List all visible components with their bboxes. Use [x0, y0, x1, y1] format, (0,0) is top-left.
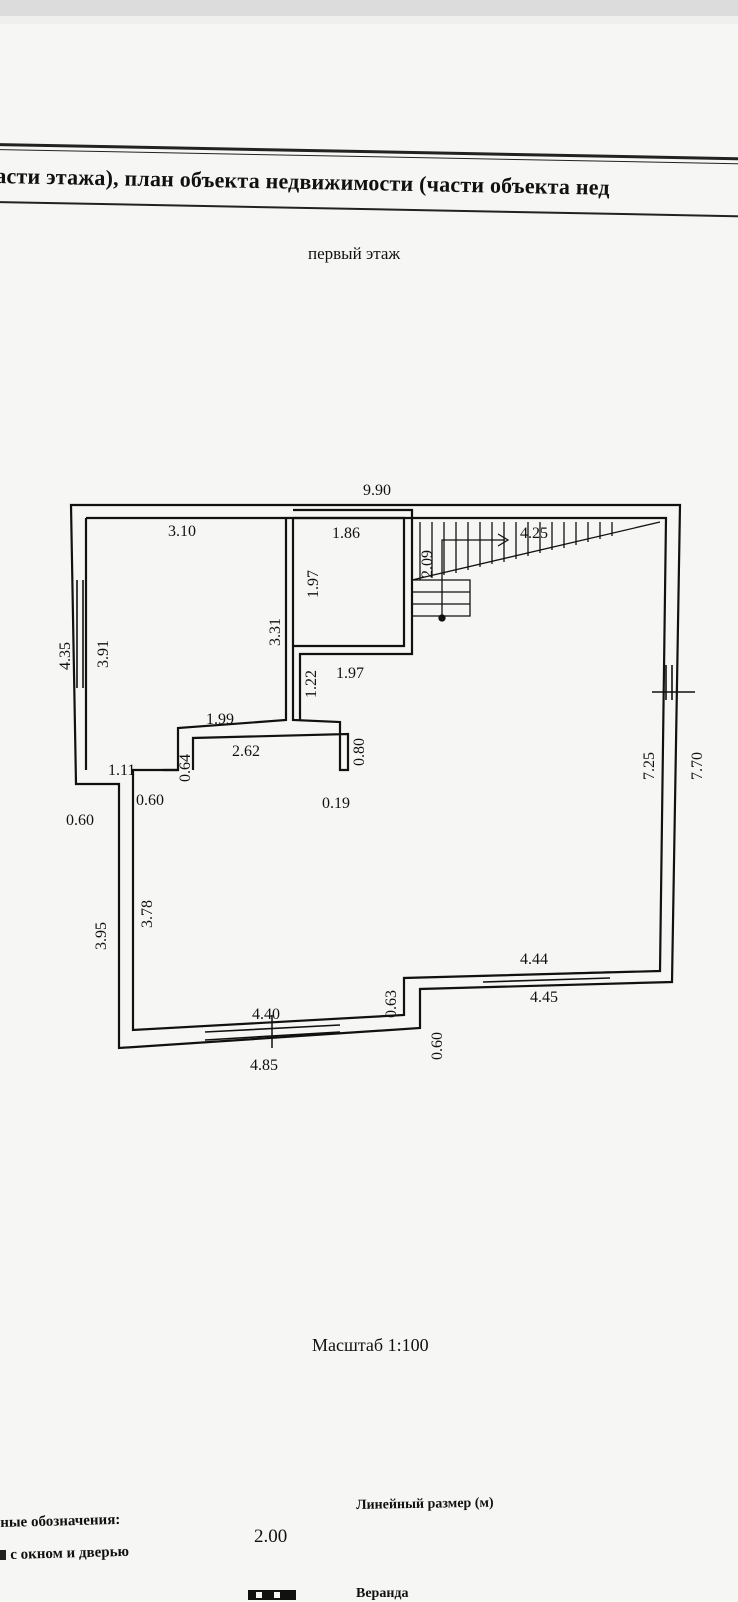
dim-room1-inner-height: 3.91	[95, 640, 112, 668]
dim-room1-width: 3.10	[168, 523, 196, 540]
document-header-title: асти этажа), план объекта недвижимости (…	[0, 162, 610, 200]
dim-corridor-top-width: 1.99	[206, 711, 234, 728]
legend-linear-label: Линейный размер (м)	[356, 1495, 494, 1513]
dim-wall-outer: 0.60	[66, 812, 94, 829]
document-header-band: асти этажа), план объекта недвижимости (…	[0, 143, 738, 228]
dim-bottom-left-inner: 4.40	[252, 1006, 280, 1023]
window-left	[76, 580, 84, 688]
scale-label: Масштаб 1:100	[312, 1335, 429, 1355]
outer-wall	[69, 503, 682, 1050]
legend-sample-value: 2.00	[254, 1526, 288, 1547]
legend-veranda-label: Веранда	[356, 1586, 409, 1601]
dim-partition-thickness: 0.19	[322, 795, 350, 812]
dim-main-inner-height: 3.78	[139, 900, 156, 928]
dim-step-outer-height: 0.60	[429, 1032, 446, 1060]
dim-ledge-width: 1.11	[108, 762, 135, 779]
dim-stairs-width: 4.25	[520, 525, 548, 542]
dim-outer-left-height: 4.35	[57, 642, 74, 670]
veranda-icon	[248, 1590, 296, 1600]
window-right	[665, 665, 673, 700]
room1-right-wall-inner	[191, 518, 350, 772]
dim-top-total: 9.90	[363, 482, 391, 499]
dim-room2-width: 1.86	[332, 525, 360, 542]
dim-wall-inner: 0.60	[136, 792, 164, 809]
dim-room2-height: 1.97	[305, 570, 322, 598]
legend-title: ные обозначения:	[0, 1511, 121, 1531]
floor-label: первый этаж	[308, 244, 401, 263]
room1-right-wall	[163, 518, 288, 772]
dim-partition-right-height: 0.80	[351, 738, 368, 766]
legend-window-door-icon	[0, 1550, 6, 1560]
dim-bottom-left-outer: 4.85	[250, 1057, 278, 1074]
room2-inner	[293, 508, 414, 720]
staircase	[411, 521, 661, 622]
floor-plan: 9.90 3.10 1.86 4.25 1.97 2.09 4.35 3.91 …	[57, 482, 706, 1074]
dim-partition-height: 0.64	[177, 754, 194, 782]
dim-room1-right-height: 3.31	[267, 618, 284, 646]
dim-room2-bottom-width: 1.97	[336, 665, 364, 682]
top-edge-strip	[0, 0, 738, 16]
dim-main-outer-height: 3.95	[93, 922, 110, 950]
dim-corridor-height: 1.22	[303, 670, 320, 698]
legend-window-door-label: с окном и дверью	[10, 1543, 130, 1563]
dim-bottom-right-inner: 4.44	[520, 951, 548, 968]
dim-right-inner-height: 7.25	[641, 752, 658, 780]
window-bottom-right	[482, 971, 611, 983]
inner-wall	[86, 516, 668, 1032]
top-edge-shadow	[0, 16, 738, 24]
dim-bottom-right-outer: 4.45	[530, 989, 558, 1006]
dim-stairs-height: 2.09	[419, 550, 436, 578]
dim-partition-width: 2.62	[232, 743, 260, 760]
room2-outline	[293, 516, 406, 648]
dim-step-inner-height: 0.63	[383, 990, 400, 1018]
dim-right-outer-height: 7.70	[689, 752, 706, 780]
